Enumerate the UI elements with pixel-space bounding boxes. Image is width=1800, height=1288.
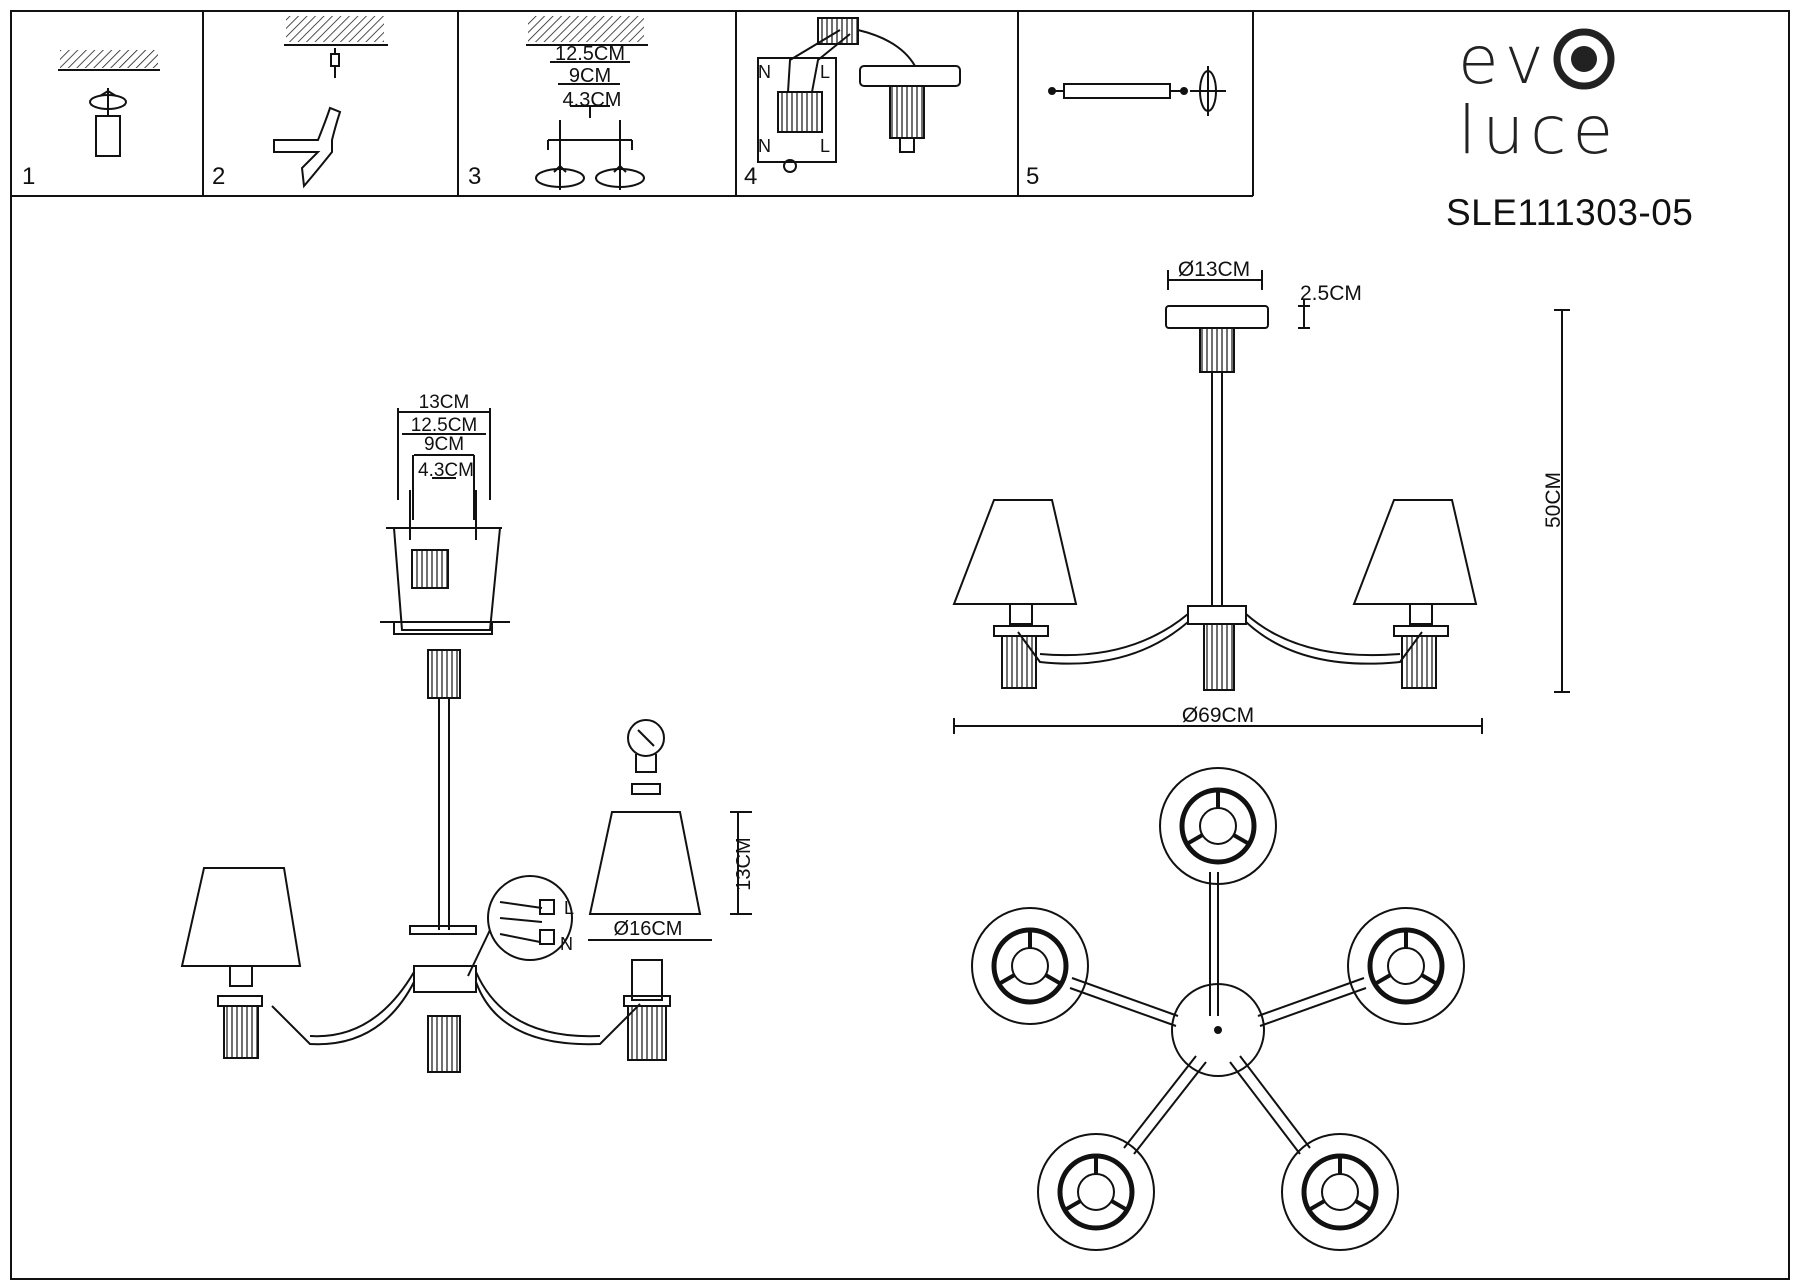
top-view-shade-ring (1077, 1173, 1115, 1211)
top-view-shade-ring (1347, 907, 1465, 1025)
step-4-label-n-top: N (758, 62, 771, 82)
top-view-shade-ring (1281, 1133, 1399, 1251)
top-view-shade-ring (1037, 1133, 1155, 1251)
top-view (1069, 872, 1367, 1155)
top-view-shade (971, 907, 1089, 1025)
side-canopy-diameter: Ø13CM (1178, 258, 1250, 281)
exploded-dim-12-5: 12.5CM (411, 415, 478, 436)
step-3-dim-12-5: 12.5CM (555, 43, 625, 65)
top-view-shade-spoke (997, 973, 1016, 986)
top-view-shade-spoke (1354, 1199, 1373, 1212)
top-view-shades (971, 767, 1465, 1251)
step-3-dim-9: 9CM (569, 65, 611, 87)
wiring-label-n: N (560, 934, 573, 954)
top-view-shade-ring (971, 907, 1089, 1025)
exploded-dim-4-3: 4.3CM (418, 460, 474, 481)
exploded-shade-dims (588, 811, 752, 941)
top-view-shade-spoke (1110, 1199, 1129, 1212)
brand-logo: ev luce (1458, 26, 1758, 166)
exploded-shade-diameter: Ø16CM (614, 918, 683, 940)
exploded-dim-9: 9CM (424, 434, 464, 455)
top-view-shade-ring (1199, 807, 1237, 845)
step-1-illustration (58, 50, 160, 157)
exploded-dim-13: 13CM (419, 392, 470, 413)
step-number-1: 1 (22, 163, 35, 190)
top-view-shade-spoke (1373, 973, 1392, 986)
side-canopy-height: 2.5CM (1300, 282, 1362, 305)
step-3-illustration (526, 16, 648, 190)
top-view-shade-ring (1159, 767, 1277, 885)
model-number: SLE111303-05 (1446, 192, 1694, 233)
step-4-illustration (757, 17, 961, 173)
step-4-label-n-bottom: N (758, 136, 771, 156)
top-view-shade (1159, 767, 1277, 885)
top-view-shade-spoke (1232, 833, 1251, 846)
step-5-illustration (1048, 66, 1226, 116)
side-total-height: 50CM (1542, 472, 1565, 528)
wiring-callout (467, 875, 573, 977)
top-view-shade (1281, 1133, 1399, 1251)
step-number-5: 5 (1026, 163, 1039, 190)
exploded-left-arm (180, 867, 302, 1059)
top-view-shade-spoke (1063, 1199, 1082, 1212)
page-frame (10, 10, 1790, 1280)
step-4-label-l-bottom: L (820, 136, 830, 156)
top-view-shade-spoke (1044, 973, 1063, 986)
top-view-shade-ring (1321, 1173, 1359, 1211)
top-view-shade-spoke (1307, 1199, 1326, 1212)
top-view-shade-spoke (1420, 973, 1439, 986)
step-number-2: 2 (212, 163, 225, 190)
top-view-shade (1347, 907, 1465, 1025)
brand-line-2: luce (1458, 92, 1620, 169)
wiring-label-l: L (564, 898, 574, 918)
exploded-stem-and-body (271, 649, 641, 1073)
top-view-shade-spoke (1185, 833, 1204, 846)
step-4-wire-labels: N L N L (758, 62, 830, 156)
brand-text-1: ev (1458, 22, 1550, 99)
exploded-right-arm (588, 719, 702, 1061)
brand-line-1: ev (1458, 26, 1758, 96)
step-2-illustration (273, 16, 388, 189)
brand-o-icon (1553, 28, 1615, 90)
step-number-4: 4 (744, 163, 757, 190)
top-view-shade-ring (1387, 947, 1425, 985)
exploded-shade-height: 13CM (733, 837, 755, 890)
step-3-dim-4-3: 4.3CM (563, 89, 622, 111)
exploded-canopy (380, 408, 510, 635)
step-4-label-l-top: L (820, 62, 830, 82)
side-total-diameter: Ø69CM (1182, 704, 1254, 727)
side-elevation-dim-lines (953, 270, 1570, 734)
top-view-shade (1037, 1133, 1155, 1251)
exploded-canopy-dimensions: 13CM 12.5CM 9CM 4.3CM (411, 392, 478, 481)
side-elevation (952, 305, 1478, 691)
top-view-shade-ring (1011, 947, 1049, 985)
step-3-dimensions: 12.5CM 9CM 4.3CM (555, 43, 625, 111)
step-number-3: 3 (468, 163, 481, 190)
